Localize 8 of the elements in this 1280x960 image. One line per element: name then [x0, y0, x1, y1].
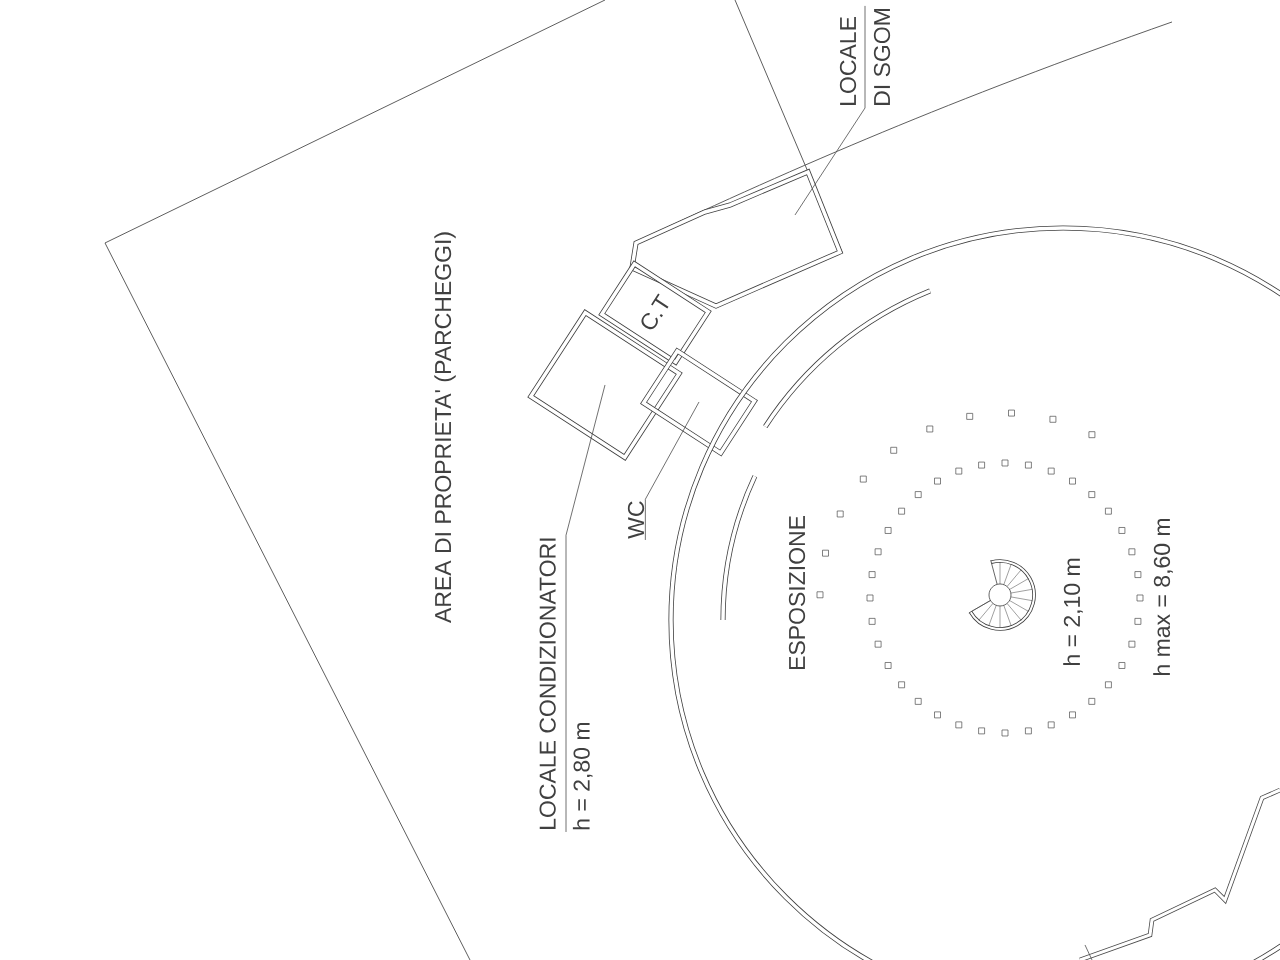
leader-line	[794, 5, 866, 216]
room-label: LOCALE CONDIZIONATORI h = 2,80 m	[539, 538, 593, 830]
hall-outline: ESPOSIZIONE h = 2,10 m h max = 8,60 m	[668, 225, 1280, 960]
area-label: AREA DI PROPRIETA' (PARCHEGGI)	[434, 232, 456, 623]
room-label: WC	[627, 501, 645, 539]
leader-line	[644, 401, 700, 541]
room-label: LOCALE DI SGOM	[839, 9, 891, 105]
leader-line	[565, 384, 606, 833]
